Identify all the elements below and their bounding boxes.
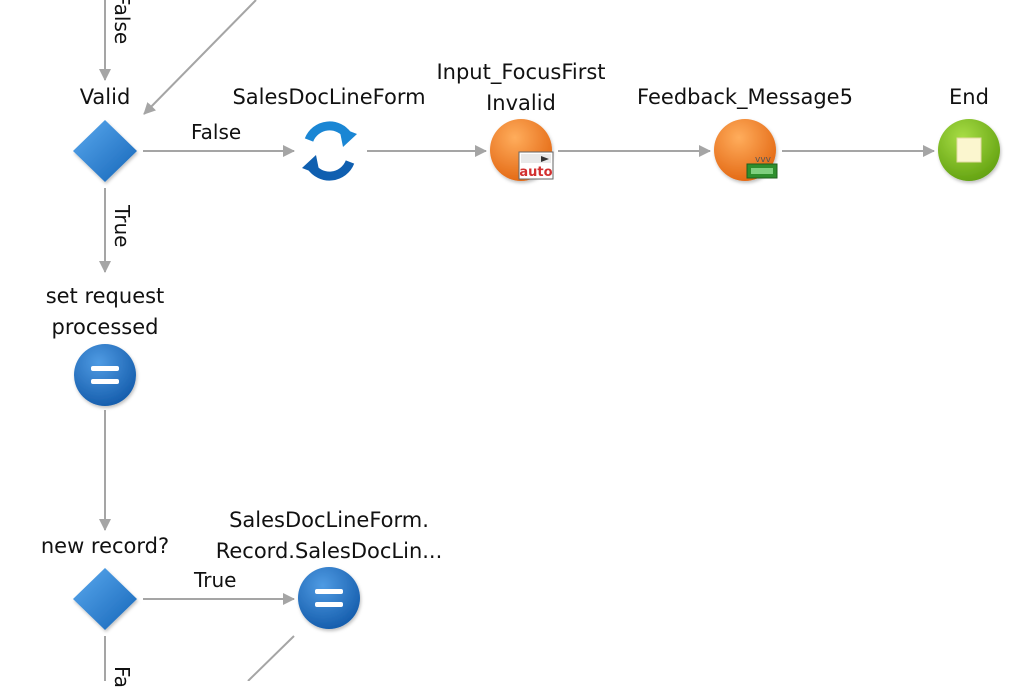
assign-record-node[interactable] <box>298 567 360 629</box>
feedback-label: Feedback_Message5 <box>637 85 853 109</box>
connector-diagonal-into-valid[interactable] <box>143 0 257 115</box>
feedback-node[interactable]: vvv <box>714 119 778 181</box>
new-record-node[interactable] <box>73 568 137 630</box>
diamond-icon <box>73 120 137 182</box>
auto-badge-icon: auto <box>518 151 554 180</box>
equals-icon <box>91 366 119 384</box>
set-request-label-line1: set request <box>45 284 165 308</box>
stop-icon <box>956 137 982 163</box>
valid-node[interactable] <box>73 120 137 182</box>
refresh-icon <box>302 121 357 181</box>
edge-label-new-record-true: True <box>194 568 237 592</box>
set-request-node[interactable] <box>74 344 136 406</box>
svg-text:auto: auto <box>519 165 552 180</box>
edge-label-valid-true: True <box>110 205 134 248</box>
end-node[interactable] <box>938 119 1000 181</box>
focus-invalid-node[interactable]: auto <box>490 119 554 181</box>
edge-label-new-record-false: Fa <box>110 666 134 688</box>
end-label: End <box>949 85 989 109</box>
focus-invalid-label-line1: Input_FocusFirst <box>436 60 606 84</box>
edge-label-top-false: False <box>110 0 134 45</box>
set-request-label-line2: processed <box>51 315 159 339</box>
diamond-icon <box>73 568 137 630</box>
new-record-label: new record? <box>40 534 170 558</box>
connector-assign-out[interactable] <box>247 635 295 681</box>
assign-record-label-line2: Record.SalesDocLin... <box>215 539 443 563</box>
form-refresh-node[interactable] <box>302 121 357 181</box>
equals-icon <box>315 589 343 607</box>
edge-label-valid-false: False <box>191 120 242 144</box>
assign-record-label-line1: SalesDocLineForm. <box>229 508 429 532</box>
valid-label: Valid <box>79 85 131 109</box>
svg-text:vvv: vvv <box>755 155 772 165</box>
form-refresh-label: SalesDocLineForm <box>232 85 426 109</box>
message-badge-icon: vvv <box>746 155 778 179</box>
focus-invalid-label-line2: Invalid <box>486 91 556 115</box>
